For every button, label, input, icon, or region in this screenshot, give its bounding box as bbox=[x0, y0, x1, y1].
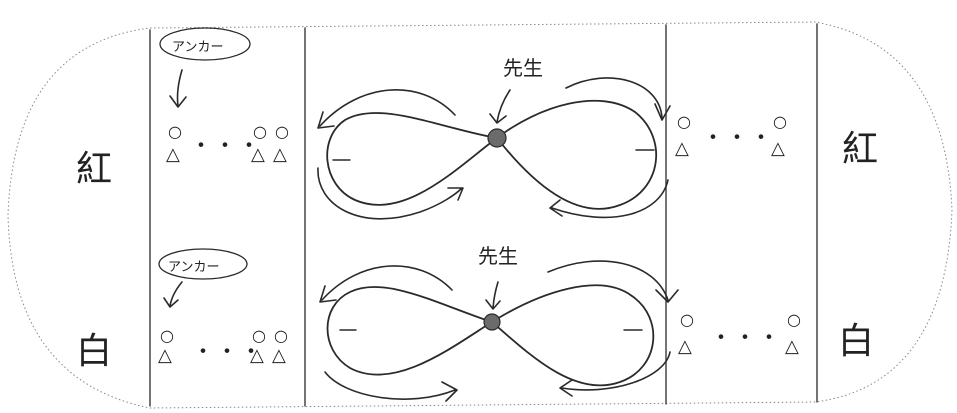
team-red-left: 紅 bbox=[76, 149, 113, 190]
anchor-arrow-top bbox=[169, 69, 187, 108]
runner-circle: ○ bbox=[252, 326, 266, 345]
ellipsis: ・・・ bbox=[702, 126, 775, 151]
motion-arrow-top-3 bbox=[565, 77, 671, 121]
ellipsis: ・・・ bbox=[710, 326, 783, 351]
runner-triangle: △ bbox=[675, 138, 689, 159]
ellipsis: ・・・ bbox=[190, 134, 263, 159]
anchor-arrow-bottom bbox=[163, 281, 183, 308]
runner-circle: ○ bbox=[274, 326, 288, 345]
runner-triangle: △ bbox=[771, 138, 785, 159]
teacher-label-bottom: 先生 bbox=[478, 244, 518, 268]
runner-triangle: △ bbox=[251, 144, 265, 165]
runner-circle: ○ bbox=[168, 122, 182, 141]
motion-arrow-top-1 bbox=[317, 89, 456, 129]
anchor-bubble-bottom bbox=[158, 248, 248, 280]
motion-arrow-top-2 bbox=[317, 167, 464, 220]
anchor-bubble-top bbox=[159, 27, 251, 61]
anchor-label-bottom: アンカー bbox=[168, 260, 220, 275]
runner-circle: ○ bbox=[275, 122, 289, 141]
runner-circle: ○ bbox=[787, 310, 801, 329]
teacher-dot-top bbox=[487, 128, 507, 148]
ellipsis: ・・・ bbox=[192, 340, 265, 365]
figure-eight-bottom bbox=[326, 284, 655, 387]
runner-triangle: △ bbox=[785, 336, 799, 357]
runner-triangle: △ bbox=[166, 144, 180, 165]
motion-arrow-bottom-2 bbox=[324, 371, 458, 402]
motion-arrow-top-4 bbox=[549, 179, 669, 219]
motion-arrow-bottom-3 bbox=[547, 260, 679, 303]
runner-circle: ○ bbox=[680, 310, 694, 329]
team-red-right: 紅 bbox=[842, 129, 879, 170]
track-outline bbox=[7, 21, 953, 409]
anchor-label-top: アンカー bbox=[172, 40, 224, 55]
runner-triangle: △ bbox=[272, 345, 286, 366]
teacher-dot-bottom bbox=[483, 313, 501, 331]
runner-triangle: △ bbox=[678, 336, 692, 357]
team-white-right: 白 bbox=[838, 321, 875, 362]
runner-triangle: △ bbox=[250, 345, 264, 366]
teacher-arrow-top bbox=[489, 89, 511, 124]
motion-arrow-bottom-1 bbox=[319, 265, 453, 303]
runner-circle: ○ bbox=[160, 326, 174, 345]
runner-circle: ○ bbox=[773, 112, 787, 131]
runner-circle: ○ bbox=[677, 112, 691, 131]
teacher-arrow-bottom bbox=[485, 281, 501, 310]
runner-triangle: △ bbox=[158, 345, 172, 366]
runner-triangle: △ bbox=[273, 144, 287, 165]
motion-arrow-bottom-4 bbox=[559, 351, 671, 397]
runner-circle: ○ bbox=[253, 122, 267, 141]
team-white-left: 白 bbox=[76, 331, 113, 372]
teacher-label-top: 先生 bbox=[503, 56, 543, 80]
